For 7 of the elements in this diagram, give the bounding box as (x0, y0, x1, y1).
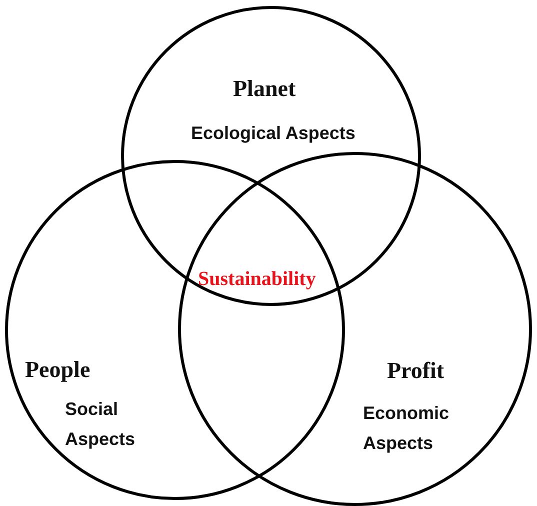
circle-heading: People (25, 357, 90, 383)
circle-description: Social Aspects (65, 398, 136, 451)
center-label: Sustainability (198, 268, 316, 291)
circle-description: Ecological Aspects (191, 122, 356, 145)
circle-heading: Profit (387, 358, 444, 384)
circle-heading: Planet (233, 76, 296, 102)
circle-description: Economic Aspects (363, 402, 450, 455)
